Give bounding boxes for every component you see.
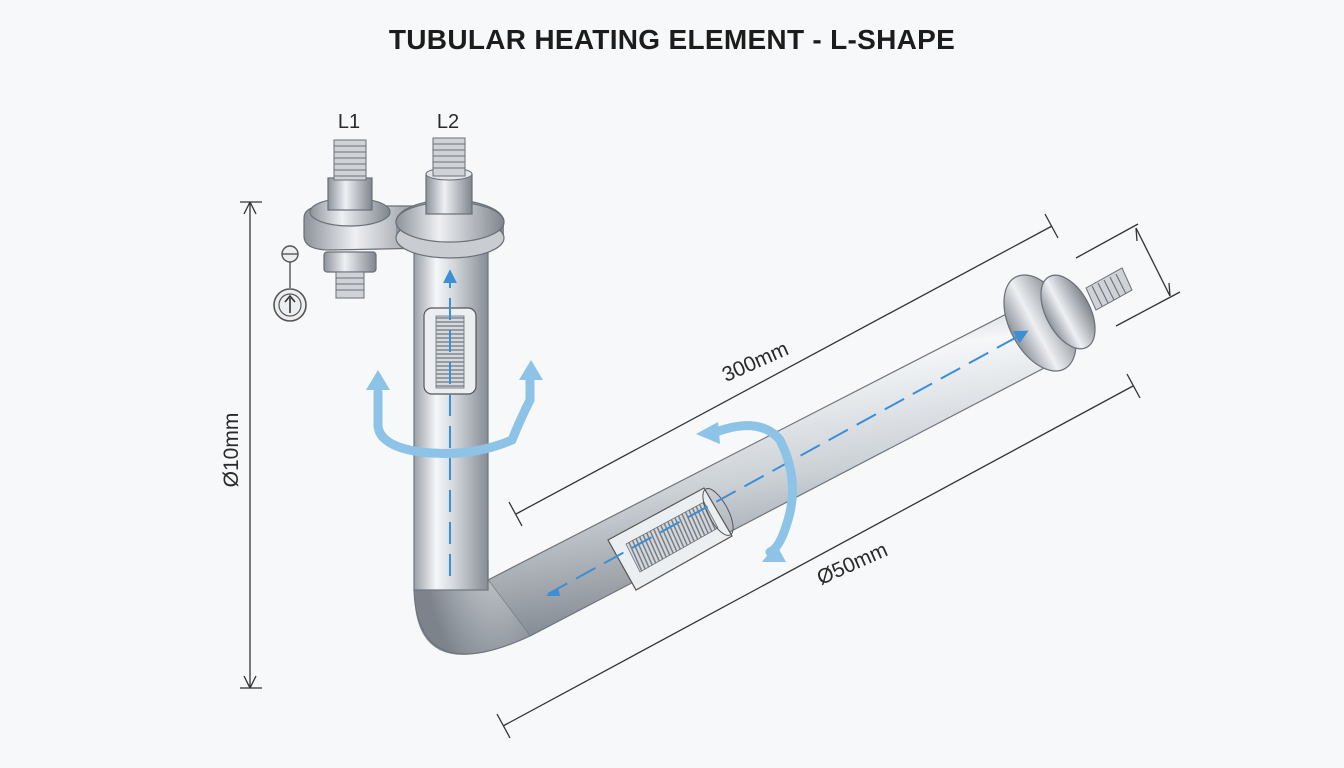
terminal-l1 bbox=[309, 139, 391, 299]
end-threaded-stud bbox=[1085, 267, 1133, 311]
dimension-vertical-label: Ø10mm bbox=[220, 413, 243, 488]
dimension-overall bbox=[496, 373, 1141, 739]
rotation-arrowhead-bottom bbox=[762, 544, 786, 562]
dimension-overall-label: Ø50mm bbox=[814, 538, 892, 589]
rotation-arrow-icon bbox=[373, 375, 535, 458]
dimension-end-diameter bbox=[1075, 223, 1181, 327]
rotation-arrow-icon bbox=[711, 421, 797, 557]
terminal-l1-label: L1 bbox=[338, 111, 360, 133]
diagram-title: TUBULAR HEATING ELEMENT - L-SHAPE bbox=[388, 24, 956, 55]
terminal-l2 bbox=[425, 137, 473, 215]
coil-icon bbox=[625, 501, 719, 573]
flow-arrow-icon bbox=[443, 269, 1029, 596]
terminal-l2-label: L2 bbox=[437, 111, 459, 133]
rotation-arrowhead-right bbox=[519, 360, 543, 380]
up-arrow-icon bbox=[273, 288, 307, 322]
dimension-vertical bbox=[240, 201, 262, 689]
coil-window-horizontal bbox=[607, 487, 734, 591]
sensor-probe-icon bbox=[281, 245, 299, 288]
rotation-arrowhead-left bbox=[366, 370, 390, 390]
dimension-length-label: 300mm bbox=[719, 337, 792, 386]
dimension-length bbox=[508, 213, 1059, 527]
rotation-arrowhead-top bbox=[696, 422, 720, 444]
